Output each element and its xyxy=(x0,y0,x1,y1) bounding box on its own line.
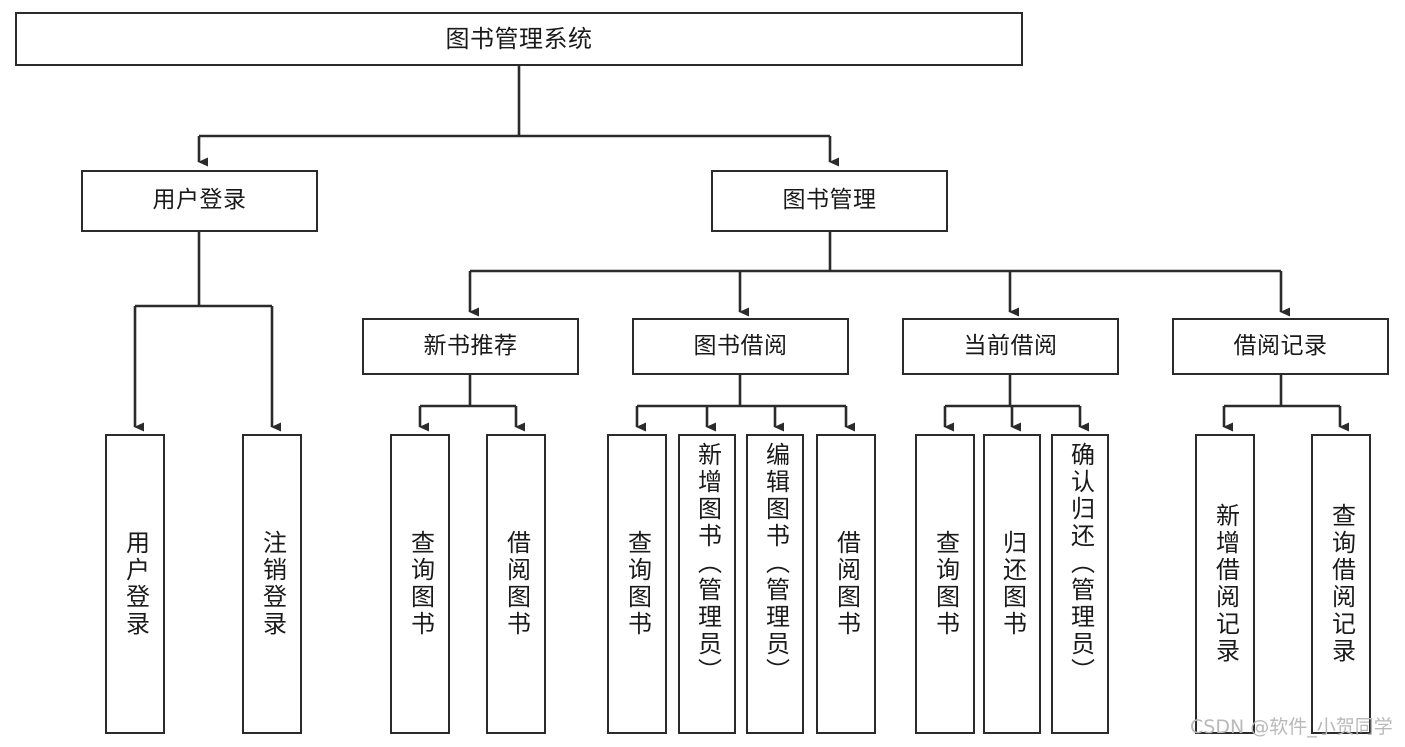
node-label: 编辑图书（管理员） xyxy=(761,442,790,685)
node-leaf-return-book[interactable]: 归还图书 xyxy=(983,434,1041,734)
node-root-system[interactable]: 图书管理系统 xyxy=(15,12,1023,66)
node-label: 查询图书 xyxy=(623,530,652,638)
node-label: 确认归还（管理员） xyxy=(1066,442,1095,685)
node-label: 归还图书 xyxy=(998,530,1027,638)
node-leaf-confirm-return[interactable]: 确认归还（管理员） xyxy=(1051,434,1109,734)
node-leaf-query-record[interactable]: 查询借阅记录 xyxy=(1311,434,1371,734)
node-new-book-recommend[interactable]: 新书推荐 xyxy=(362,318,579,375)
node-label: 查询图书 xyxy=(406,530,435,638)
node-label: 当前借阅 xyxy=(963,332,1058,359)
node-leaf-add-record[interactable]: 新增借阅记录 xyxy=(1195,434,1255,734)
csdn-watermark: CSDN @软件_小贺同学 xyxy=(1190,716,1393,738)
node-label: 图书管理 xyxy=(782,187,877,214)
node-book-manage[interactable]: 图书管理 xyxy=(711,170,948,232)
node-leaf-borrow-book-2[interactable]: 借阅图书 xyxy=(816,434,876,734)
node-current-borrow[interactable]: 当前借阅 xyxy=(902,318,1119,375)
node-label: 借阅图书 xyxy=(502,530,531,638)
node-leaf-add-book[interactable]: 新增图书（管理员） xyxy=(678,434,736,734)
node-user-login[interactable]: 用户登录 xyxy=(81,170,318,232)
node-label: 注销登录 xyxy=(258,530,287,638)
node-leaf-query-book-3[interactable]: 查询图书 xyxy=(915,434,975,734)
node-leaf-edit-book[interactable]: 编辑图书（管理员） xyxy=(746,434,804,734)
node-label: 新增借阅记录 xyxy=(1211,503,1240,665)
node-leaf-user-login[interactable]: 用户登录 xyxy=(105,434,165,734)
node-leaf-borrow-book-1[interactable]: 借阅图书 xyxy=(486,434,546,734)
node-label: 用户登录 xyxy=(152,187,247,214)
node-label: 查询借阅记录 xyxy=(1327,503,1356,665)
node-label: 查询图书 xyxy=(931,530,960,638)
node-leaf-logout-login[interactable]: 注销登录 xyxy=(242,434,302,734)
node-label: 图书借阅 xyxy=(693,332,788,359)
node-label: 用户登录 xyxy=(121,530,150,638)
node-book-borrow[interactable]: 图书借阅 xyxy=(632,318,849,375)
node-leaf-query-book-2[interactable]: 查询图书 xyxy=(607,434,667,734)
node-label: 新书推荐 xyxy=(423,332,518,359)
node-borrow-record[interactable]: 借阅记录 xyxy=(1172,318,1389,375)
node-label: 借阅记录 xyxy=(1233,332,1328,359)
node-label: 图书管理系统 xyxy=(445,24,593,53)
node-label: 借阅图书 xyxy=(832,530,861,638)
node-leaf-query-book-1[interactable]: 查询图书 xyxy=(390,434,450,734)
node-label: 新增图书（管理员） xyxy=(693,442,722,685)
